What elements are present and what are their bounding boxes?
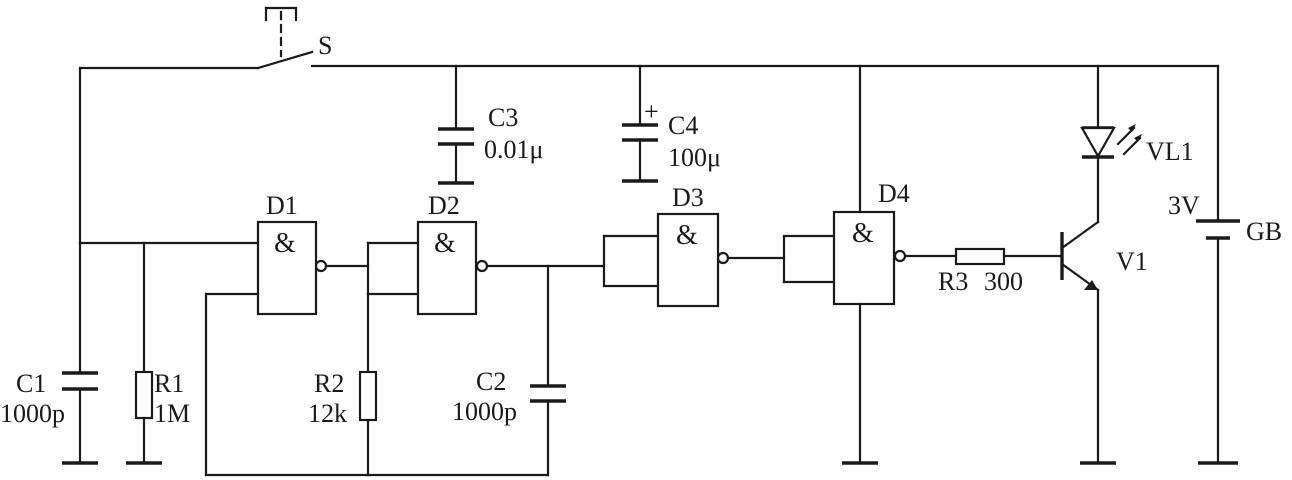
c3-value: 0.01μ bbox=[484, 135, 543, 164]
d3-symbol: & bbox=[676, 220, 698, 251]
feedback-wire bbox=[204, 292, 550, 477]
capacitor-c1: C1 1000p bbox=[0, 369, 98, 465]
c4-value: 100μ bbox=[668, 143, 721, 172]
vl1-name: VL1 bbox=[1146, 137, 1194, 166]
gate-d3: & D3 bbox=[656, 183, 730, 308]
r1-name: R1 bbox=[154, 369, 184, 398]
gb-voltage: 3V bbox=[1168, 191, 1200, 220]
resistor-r3: R3 300 bbox=[903, 247, 1062, 296]
c3-name: C3 bbox=[488, 103, 518, 132]
d2-d3-wiring bbox=[485, 234, 660, 388]
supply-rail bbox=[78, 64, 1220, 374]
r2-value: 12k bbox=[308, 399, 347, 428]
d1-d2-wiring bbox=[324, 241, 420, 374]
d1-symbol: & bbox=[274, 228, 296, 259]
gb-name: GB bbox=[1246, 217, 1282, 246]
r3-value: 300 bbox=[984, 267, 1023, 296]
capacitor-c3: C3 0.01μ bbox=[438, 64, 543, 185]
c4-name: C4 bbox=[668, 111, 698, 140]
transistor-v1: V1 bbox=[1060, 220, 1148, 465]
d3-name: D3 bbox=[672, 183, 704, 212]
d2-name: D2 bbox=[428, 191, 460, 220]
c2-value: 1000p bbox=[452, 397, 517, 426]
r2-name: R2 bbox=[314, 369, 344, 398]
d1-name: D1 bbox=[266, 191, 298, 220]
d4-name: D4 bbox=[878, 179, 910, 208]
v1-name: V1 bbox=[1116, 247, 1148, 276]
led-vl1: VL1 bbox=[1080, 64, 1194, 224]
resistor-r2: R2 12k bbox=[308, 369, 378, 477]
gate-d1: & D1 bbox=[204, 191, 328, 316]
c1-value: 1000p bbox=[0, 399, 65, 428]
switch-s: S bbox=[256, 6, 332, 70]
c2-name: C2 bbox=[476, 367, 506, 396]
capacitor-c2: C2 1000p bbox=[452, 367, 566, 477]
c1-name: C1 bbox=[16, 369, 46, 398]
resistor-r1: R1 1M bbox=[126, 369, 190, 465]
d4-symbol: & bbox=[852, 218, 874, 249]
r3-name: R3 bbox=[938, 267, 968, 296]
c4-plus: + bbox=[644, 97, 659, 126]
d2-symbol: & bbox=[434, 228, 456, 259]
battery-gb: 3V GB bbox=[1168, 64, 1282, 465]
r1-value: 1M bbox=[154, 399, 190, 428]
switch-label: S bbox=[318, 31, 332, 60]
d3-d4-wiring bbox=[726, 234, 836, 284]
capacitor-c4: + C4 100μ bbox=[622, 64, 721, 183]
gate-d2: & D2 bbox=[416, 191, 489, 316]
gate-d4: & D4 bbox=[832, 64, 910, 465]
